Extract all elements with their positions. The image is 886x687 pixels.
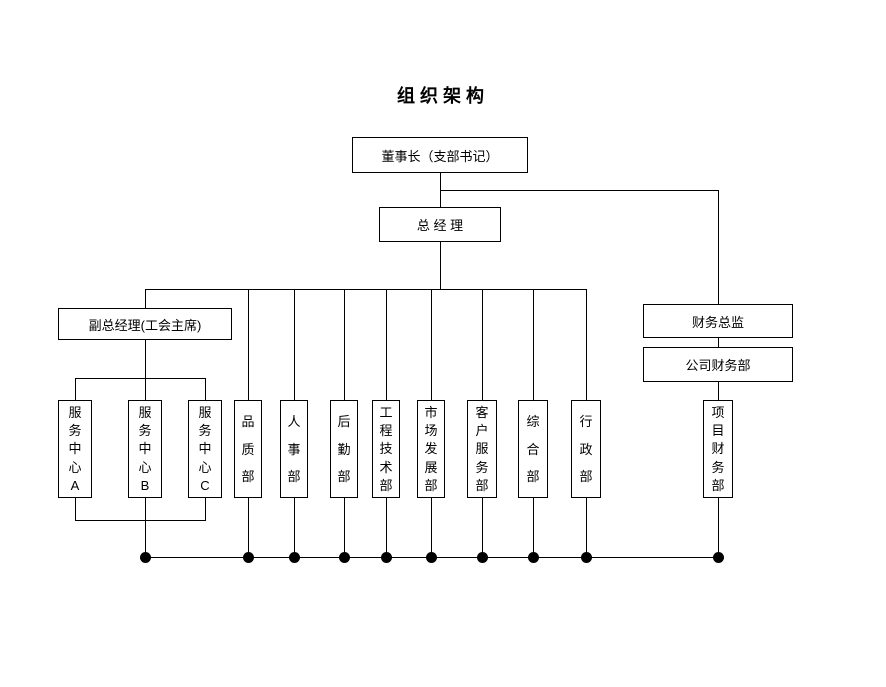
connector-line (248, 498, 249, 557)
connector-line (294, 498, 295, 557)
junction-dot (713, 552, 724, 563)
connector-line (75, 378, 76, 400)
junction-dot (243, 552, 254, 563)
connector-line (586, 498, 587, 557)
junction-dot (528, 552, 539, 563)
connector-line (205, 378, 206, 400)
node-chairman-label: 董事长（支部书记） (381, 148, 499, 164)
connector-line (145, 520, 146, 557)
connector-line (533, 289, 534, 400)
connector-line (386, 498, 387, 557)
connector-line (431, 289, 432, 400)
connector-line (431, 498, 432, 557)
junction-dot (140, 552, 151, 563)
connector-line (344, 289, 345, 400)
page-title: 组织架构 (397, 86, 489, 106)
node-deputy-gm: 副总经理(工会主席) (58, 308, 232, 340)
node-quality-dept: 品质部 (234, 400, 262, 498)
node-general-affairs-dept: 综合部 (518, 400, 548, 498)
connector-line (75, 498, 76, 520)
connector-line (482, 289, 483, 400)
junction-dot (381, 552, 392, 563)
connector-line (145, 289, 587, 290)
node-admin-dept-label: 行政部 (579, 414, 593, 484)
junction-dot (289, 552, 300, 563)
connector-line (248, 289, 249, 400)
node-finance-director: 财务总监 (643, 304, 793, 338)
connector-line (145, 498, 146, 520)
node-company-finance-dept: 公司财务部 (643, 347, 793, 382)
junction-dot (477, 552, 488, 563)
connector-line (75, 520, 206, 521)
node-market-dev-dept: 市场发展部 (417, 400, 445, 498)
node-company-finance-dept-label: 公司财务部 (685, 358, 751, 373)
connector-line (440, 242, 441, 289)
connector-line (294, 289, 295, 400)
connector-line (205, 498, 206, 520)
connector-line (718, 382, 719, 400)
junction-dot (426, 552, 437, 563)
connector-line (386, 289, 387, 400)
connector-line (718, 498, 719, 557)
connector-line (718, 190, 719, 304)
junction-dot (339, 552, 350, 563)
node-logistics-dept: 后勤部 (330, 400, 358, 498)
node-market-dev-dept-label: 市场发展部 (424, 405, 438, 493)
node-logistics-dept-label: 后勤部 (337, 414, 351, 484)
connector-line (145, 340, 146, 378)
node-hr-dept: 人事部 (280, 400, 308, 498)
node-customer-service-dept-label: 客户服务部 (475, 405, 489, 493)
node-finance-director-label: 财务总监 (691, 314, 744, 330)
connector-line (145, 289, 146, 308)
connector-line (533, 498, 534, 557)
node-chairman: 董事长（支部书记） (352, 137, 528, 173)
junction-dot (581, 552, 592, 563)
node-quality-dept-label: 品质部 (241, 414, 255, 484)
node-project-finance-dept: 项目财务部 (703, 400, 733, 498)
node-engineering-tech-dept: 工程技术部 (372, 400, 400, 498)
node-deputy-gm-label: 副总经理(工会主席) (88, 317, 202, 333)
node-engineering-tech-dept-label: 工程技术部 (379, 405, 393, 493)
connector-line (344, 498, 345, 557)
node-general-manager-label: 总 经 理 (416, 218, 464, 233)
connector-line (440, 190, 719, 191)
node-project-finance-dept-label: 项目财务部 (711, 405, 725, 493)
connector-line (75, 378, 206, 379)
connector-line (718, 338, 719, 347)
connector-line (586, 289, 587, 400)
connector-line (145, 378, 146, 400)
node-admin-dept: 行政部 (571, 400, 601, 498)
node-general-manager: 总 经 理 (379, 207, 501, 242)
connector-line (482, 498, 483, 557)
node-hr-dept-label: 人事部 (287, 414, 301, 484)
node-general-affairs-dept-label: 综合部 (526, 414, 540, 484)
node-customer-service-dept: 客户服务部 (467, 400, 497, 498)
